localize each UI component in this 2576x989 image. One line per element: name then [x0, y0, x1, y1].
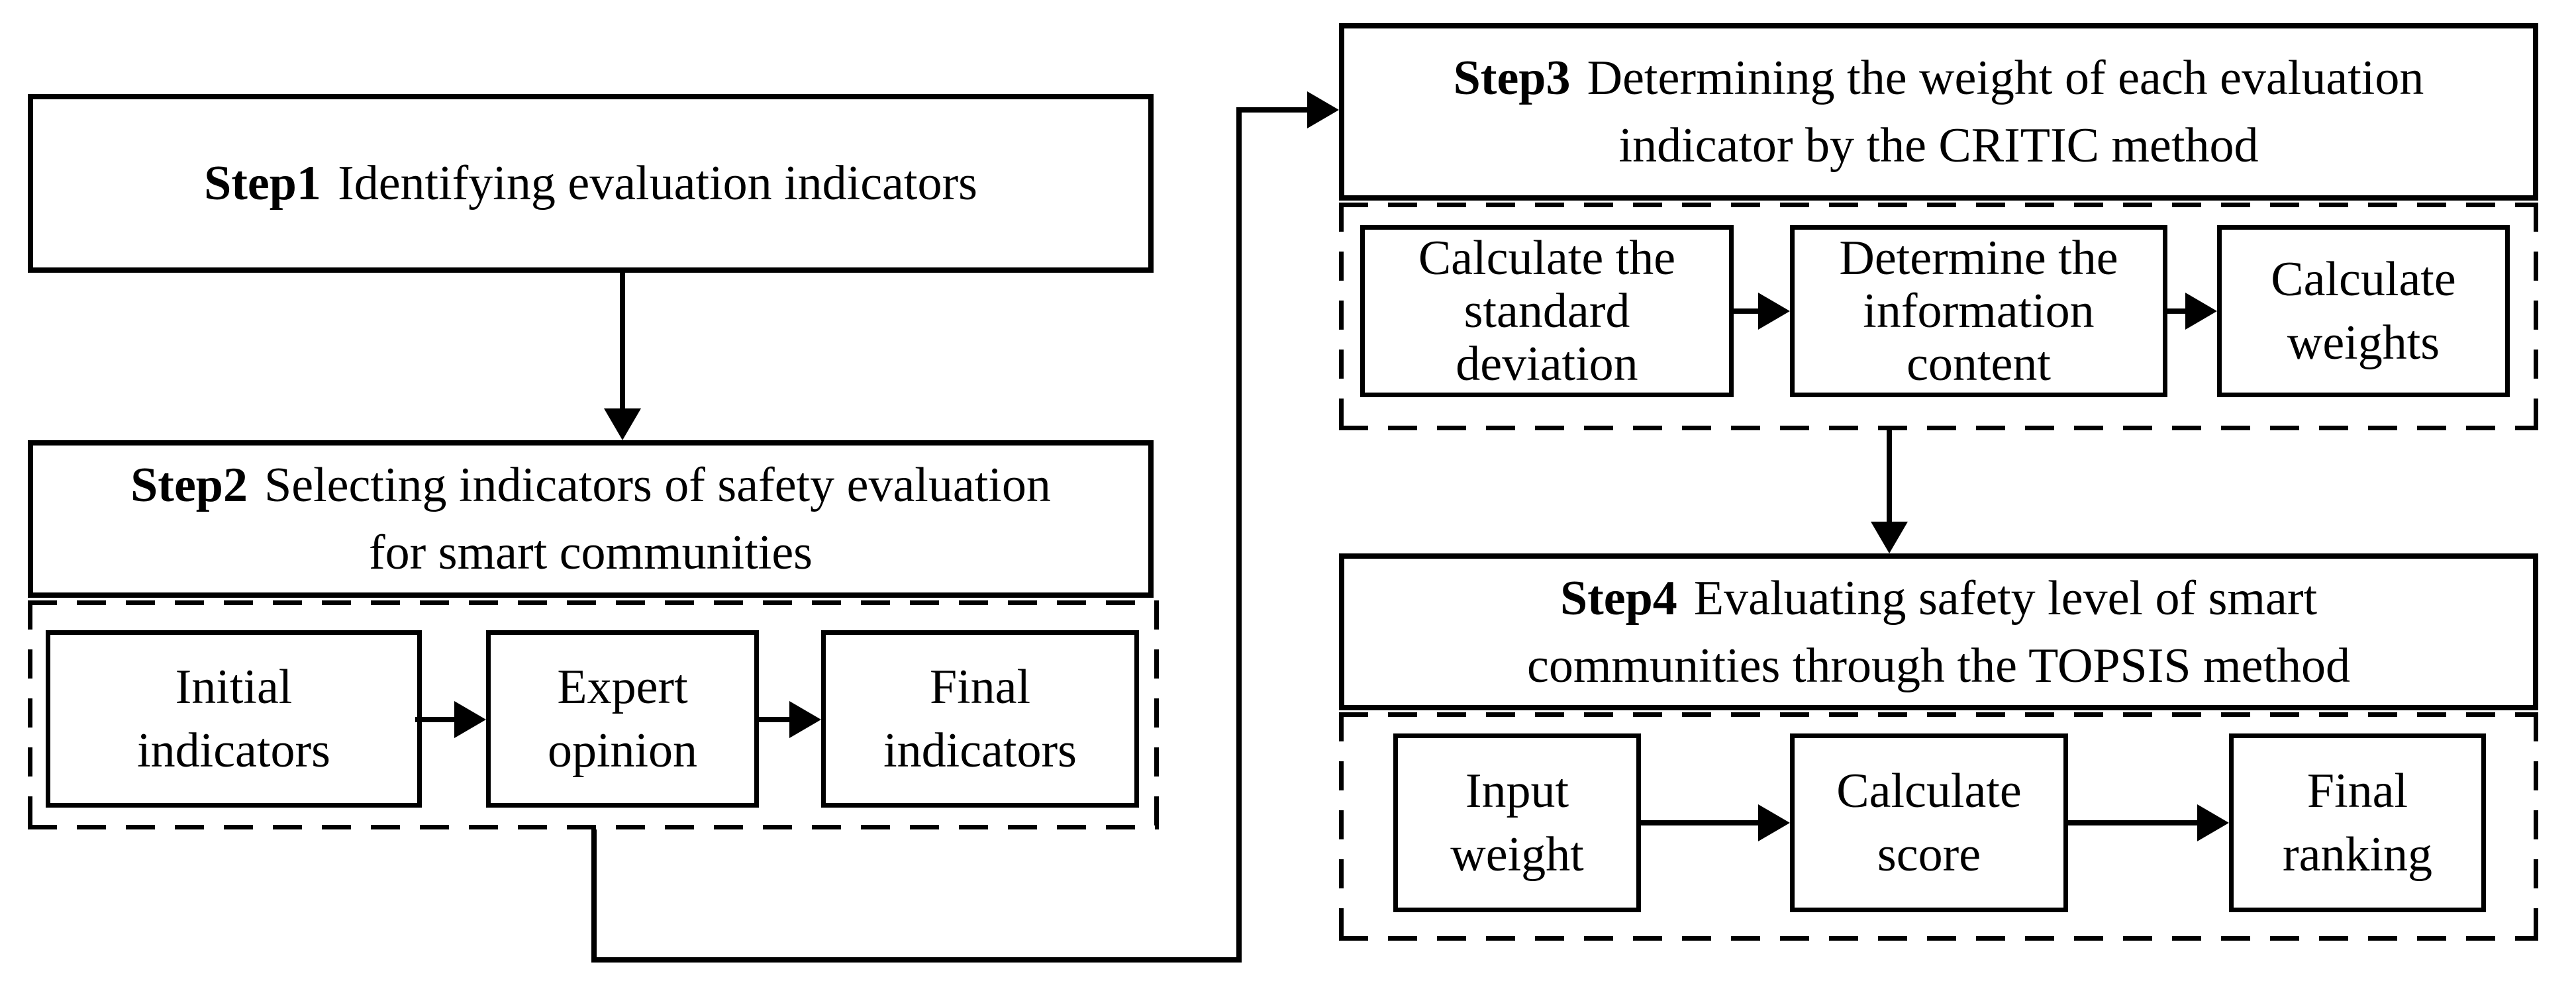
subbox-determine-information-content: Determine the information content: [1790, 225, 2167, 397]
text-line: Final: [929, 660, 1031, 714]
subbox-calculate-standard-deviation: Calculate the standard deviation: [1360, 225, 1734, 397]
arrow-expert-to-final-head: [789, 701, 821, 738]
step4-box: Step4 Evaluating safety level of smart co…: [1339, 553, 2538, 710]
text-line: indicators: [137, 724, 330, 778]
connector-step2-to-step3-head: [1307, 91, 1339, 128]
arrow-step3-to-step4-line: [1887, 430, 1892, 522]
text-line: Input: [1465, 764, 1569, 818]
subbox-text: Calculate the standard deviation: [1418, 232, 1675, 391]
text-line: weights: [2287, 316, 2440, 370]
dashed-border-right: [2534, 203, 2538, 430]
step2-label: Step2: [130, 458, 248, 512]
step3-label: Step3: [1453, 51, 1571, 105]
dashed-border-right: [2534, 712, 2538, 941]
dashed-border-bottom: [1339, 936, 2538, 941]
subbox-text: Expert opinion: [548, 655, 697, 782]
step3-title-line2: indicator by the CRITIC method: [1618, 118, 2259, 173]
arrow-deviation-to-information-head: [1758, 293, 1790, 330]
text-line: Initial: [175, 660, 293, 714]
text-line: Expert: [557, 660, 688, 714]
connector-step2-to-step3-bottom: [591, 957, 1242, 963]
connector-step2-to-step3-drop: [591, 829, 597, 960]
dashed-border-top: [1339, 712, 2538, 717]
arrow-score-to-ranking-head: [2197, 804, 2229, 841]
arrow-information-to-weights-line: [2167, 308, 2188, 314]
subbox-text: Determine the information content: [1839, 232, 2118, 391]
connector-step2-to-step3-top: [1236, 107, 1311, 113]
step2-dashed-group: [28, 600, 1159, 829]
text-line: opinion: [547, 724, 698, 778]
text-line: deviation: [1456, 337, 1638, 391]
step3-dashed-group: [1339, 203, 2538, 430]
step2-title: Step2 Selecting indicators of safety eval…: [130, 451, 1051, 587]
text-line: weight: [1450, 827, 1584, 882]
subbox-text: Calculate score: [1836, 759, 2021, 886]
dashed-border-left: [1339, 712, 1344, 941]
dashed-border-top: [28, 600, 1159, 605]
arrow-information-to-weights-head: [2185, 293, 2217, 330]
arrow-score-to-ranking-line: [2068, 820, 2200, 825]
step2-title-line2: for smart communities: [369, 526, 813, 580]
subbox-text: Initial indicators: [137, 655, 330, 782]
text-line: Final: [2306, 764, 2408, 818]
step4-title-line1: Step4 Evaluating safety level of smart: [1527, 565, 2350, 632]
dashed-border-right: [1154, 600, 1159, 829]
step2-box: Step2 Selecting indicators of safety eval…: [28, 440, 1154, 598]
step4-title: Step4 Evaluating safety level of smart co…: [1527, 565, 2350, 700]
subbox-initial-indicators: Initial indicators: [46, 630, 422, 808]
subbox-text: Final ranking: [2283, 759, 2432, 886]
arrow-deviation-to-information-line: [1734, 308, 1761, 314]
subbox-final-indicators: Final indicators: [821, 630, 1139, 808]
subbox-text: Input weight: [1450, 759, 1583, 886]
dashed-border-left: [28, 600, 32, 829]
text-line: indicators: [883, 724, 1077, 778]
subbox-calculate-score: Calculate score: [1790, 733, 2068, 912]
dashed-border-bottom: [28, 825, 1159, 829]
text-line: content: [1907, 337, 2051, 391]
step3-title: Step3 Determining the weight of each eval…: [1454, 44, 2424, 179]
subbox-final-ranking: Final ranking: [2229, 733, 2486, 912]
subbox-expert-opinion: Expert opinion: [486, 630, 759, 808]
dashed-border-left: [1339, 203, 1344, 430]
text-line: information: [1863, 284, 2095, 338]
subbox-text: Final indicators: [883, 655, 1077, 782]
step1-box: Step1 Identifying evaluation indicators: [28, 94, 1154, 273]
arrow-initial-to-expert-line: [415, 717, 457, 722]
step1-title: Step1 Identifying evaluation indicators: [204, 150, 977, 217]
arrow-initial-to-expert-head: [454, 701, 486, 738]
step2-title-line1: Step2 Selecting indicators of safety eval…: [130, 451, 1051, 519]
arrow-step3-to-step4-head: [1871, 522, 1908, 553]
arrow-step1-to-step2-line: [620, 273, 625, 408]
connector-step2-to-step3-riser: [1236, 107, 1242, 963]
text-line: Calculate: [1836, 764, 2022, 818]
text-line: Determine the: [1839, 231, 2118, 285]
subbox-text: Calculate weights: [2271, 248, 2455, 375]
step2-title-text: Selecting indicators of safety evaluatio…: [264, 458, 1051, 512]
step1-label: Step1: [204, 156, 321, 211]
step1-title-text: Identifying evaluation indicators: [338, 156, 977, 211]
arrow-expert-to-final-line: [759, 717, 792, 722]
step4-dashed-group: [1339, 712, 2538, 941]
text-line: standard: [1463, 284, 1630, 338]
step4-title-text: Evaluating safety level of smart: [1693, 571, 2318, 626]
text-line: Calculate: [2271, 252, 2456, 306]
arrow-input-to-score-head: [1758, 804, 1790, 841]
dashed-border-top: [1339, 203, 2538, 207]
text-line: Calculate the: [1418, 231, 1676, 285]
step4-title-line2: communities through the TOPSIS method: [1527, 638, 2350, 693]
text-line: score: [1877, 827, 1981, 882]
step3-box: Step3 Determining the weight of each eval…: [1339, 23, 2538, 201]
arrow-step1-to-step2-head: [604, 408, 641, 440]
arrow-input-to-score-line: [1641, 820, 1761, 825]
step3-title-line1: Step3 Determining the weight of each eval…: [1454, 44, 2424, 112]
dashed-border-bottom: [1339, 426, 2538, 430]
step1-title-line1: Step1 Identifying evaluation indicators: [204, 150, 977, 217]
text-line: ranking: [2282, 827, 2433, 882]
subbox-input-weight: Input weight: [1393, 733, 1641, 912]
step4-label: Step4: [1560, 571, 1677, 626]
step3-title-text: Determining the weight of each evaluatio…: [1587, 51, 2424, 105]
subbox-calculate-weights: Calculate weights: [2217, 225, 2510, 397]
